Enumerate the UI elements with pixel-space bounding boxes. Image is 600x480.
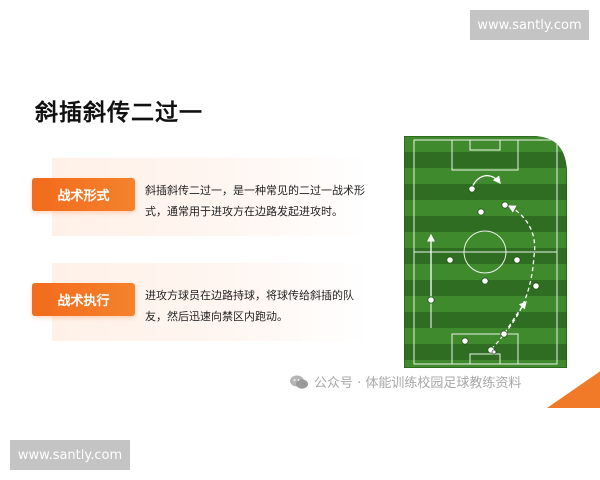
tactic-execution-tag: 战术执行 (32, 283, 135, 316)
slide-title: 斜插斜传二过一 (35, 100, 203, 126)
watermark-bottom: www.santly.com (10, 440, 130, 470)
credit-text: 公众号 · 体能训练校园足球教练资料 (314, 376, 522, 391)
tactic-form-description: 斜插斜传二过一，是一种常见的二过一战术形式，通常用于进攻方在边路发起进攻时。 (145, 184, 365, 218)
tactic-form-row: 战术形式 斜插斜传二过一，是一种常见的二过一战术形式，通常用于进攻方在边路发起进… (32, 158, 370, 236)
pitch-diagram (404, 136, 567, 368)
tactic-form-tag: 战术形式 (32, 178, 135, 211)
slide: 斜插斜传二过一 战术形式 斜插斜传二过一，是一种常见的二过一战术形式，通常用于进… (32, 100, 600, 408)
watermark-top: www.santly.com (470, 10, 589, 40)
tactic-execution-description: 进攻方球员在边路持球，将球传给斜插的队友，然后迅速向禁区内跑动。 (145, 289, 354, 323)
source-credit: 公众号 · 体能训练校园足球教练资料 (289, 372, 521, 391)
corner-accent (547, 370, 600, 408)
wechat-icon (290, 375, 308, 389)
tactic-execution-row: 战术执行 进攻方球员在边路持球，将球传给斜插的队友，然后迅速向禁区内跑动。 (32, 263, 370, 341)
